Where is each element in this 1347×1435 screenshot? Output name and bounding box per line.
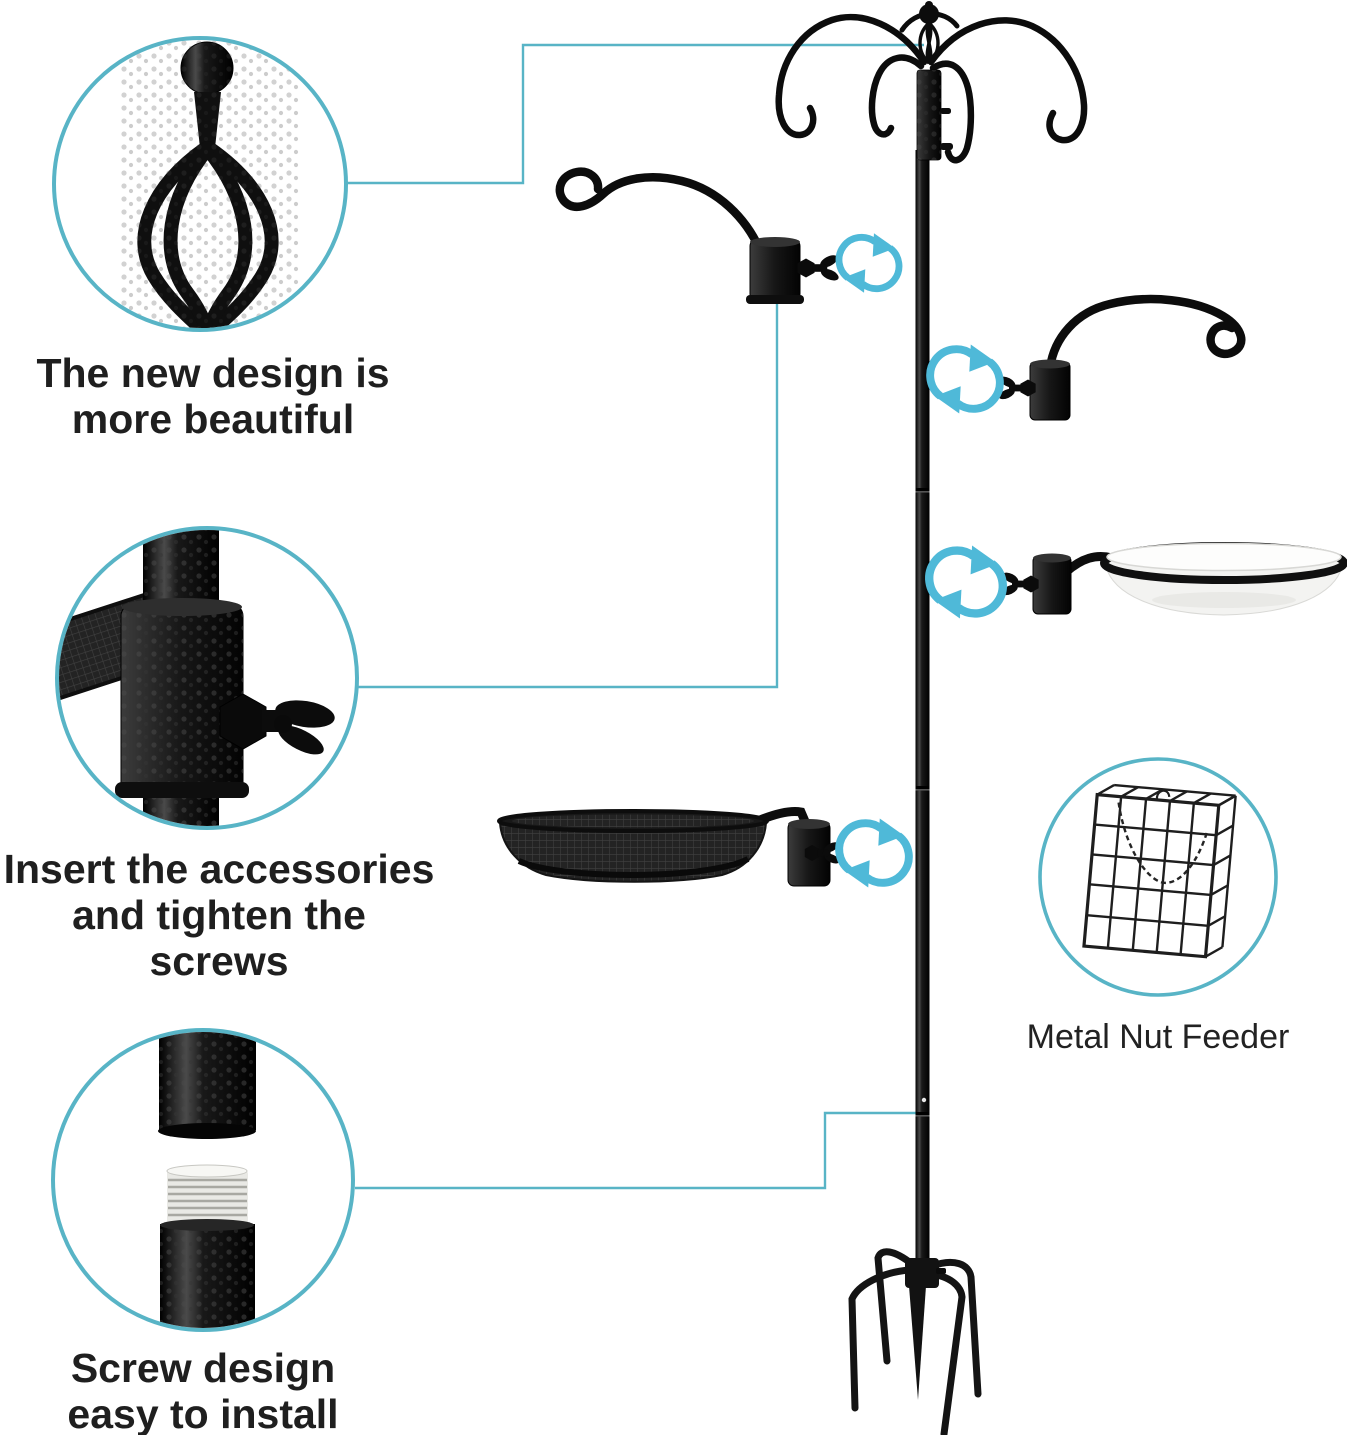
- feeder-pole: [775, 1, 1088, 1435]
- shepherd-hook-accessory-right: [997, 294, 1246, 421]
- caption-new-design: The new design is more beautiful: [0, 350, 426, 442]
- callout-lines: [347, 43, 924, 1190]
- metal-nut-feeder-cage: [1082, 783, 1237, 959]
- seed-tray-white: [1000, 542, 1347, 616]
- caption-line: easy to install: [67, 1391, 339, 1435]
- set-screw-icon: [940, 143, 953, 150]
- base-hub: [905, 1258, 939, 1288]
- rotation-arrows-icon: [929, 546, 1003, 619]
- hook-left-small: [868, 54, 925, 138]
- hook-right-large: [927, 17, 1088, 144]
- clamp-cylinder: [1029, 361, 1071, 421]
- wing-nut-icon: [797, 252, 841, 283]
- rotation-arrows-icon: [839, 233, 899, 293]
- pole-finial-ornament: [918, 1, 940, 65]
- callout-line-clamp: [357, 296, 779, 689]
- threaded-joint: [166, 1164, 248, 1224]
- mesh-tray-black: [497, 807, 841, 887]
- caption-line: more beautiful: [71, 396, 355, 442]
- wire-cage-feeder-circle: [1038, 757, 1278, 997]
- clamp-closeup-circle: [55, 526, 359, 830]
- pole-joint-seams: [915, 488, 930, 1117]
- callout-line-screw: [355, 1111, 921, 1190]
- set-screw-icon: [940, 108, 951, 114]
- caption-line: and tighten the screws: [72, 892, 366, 984]
- shepherd-hook-accessory-left: [555, 167, 841, 304]
- callout-line-finial: [347, 43, 924, 185]
- finial-closeup-circle: [52, 36, 348, 332]
- hook-right-small: [929, 60, 975, 164]
- caption-line: Metal Nut Feeder: [1026, 1018, 1290, 1056]
- caption-insert-accessories: Insert the accessories and tighten the s…: [0, 846, 438, 984]
- rotation-arrows-icon: [930, 344, 1000, 413]
- caption-line: Insert the accessories: [3, 846, 435, 892]
- caption-metal-nut-feeder: Metal Nut Feeder: [1005, 1018, 1311, 1056]
- clamp-cylinder: [1032, 555, 1072, 615]
- hook-left-large: [775, 13, 928, 139]
- wing-nut-screw-closeup: [219, 693, 335, 755]
- screw-joint-closeup-circle: [51, 1028, 355, 1332]
- clamp-cylinder: [749, 239, 801, 301]
- caption-line: Screw design: [70, 1345, 336, 1391]
- pole-hub: [916, 69, 953, 161]
- caption-screw-design: Screw design easy to install: [0, 1345, 406, 1435]
- five-prong-base: [848, 1248, 982, 1435]
- base-leg: [926, 1270, 966, 1435]
- caption-line: The new design is: [36, 350, 390, 396]
- rotation-arrows-icon: [839, 818, 909, 887]
- base-leg: [848, 1266, 914, 1412]
- ground-spike: [909, 1286, 926, 1400]
